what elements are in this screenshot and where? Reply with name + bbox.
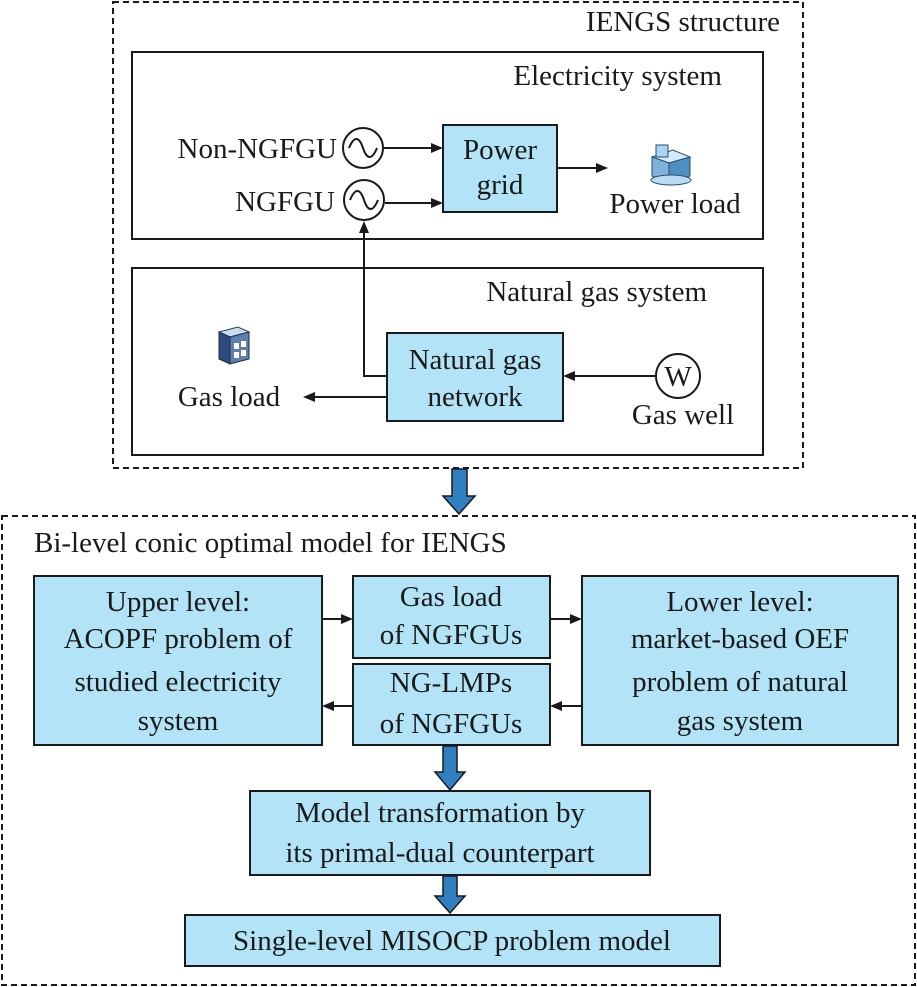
upper-level-box <box>33 575 323 746</box>
upper-level-line1: Upper level: <box>106 586 250 618</box>
natural-gas-system-title: Natural gas system <box>486 276 707 308</box>
bi-level-model-title: Bi-level conic optimal model for IENGS <box>34 527 507 559</box>
upper-level-line2: ACOPF problem of <box>64 623 293 655</box>
non-ngfgu-to-grid-arrowhead <box>431 143 443 153</box>
gas-load-of-ngfgus-box <box>352 575 551 659</box>
down-arrow-to-transformation <box>433 745 467 792</box>
electricity-system-frame <box>131 51 764 240</box>
natural-gas-network-line2: network <box>427 381 523 413</box>
model-transformation-line1: Model transformation by <box>295 797 585 829</box>
power-grid-line1: Power <box>463 134 537 166</box>
natural-gas-system-frame <box>131 267 764 456</box>
upper-level-line4: system <box>138 705 219 737</box>
gas-well-icon <box>655 353 701 399</box>
grid-to-load-arrowhead <box>596 163 608 173</box>
gas-load-of-ngfgus-line1: Gas load <box>400 581 503 613</box>
power-grid-line2: grid <box>477 169 524 201</box>
lower-level-line2: market-based OEF <box>631 623 849 655</box>
model-transformation-box <box>249 790 651 876</box>
lower-level-box <box>581 575 899 746</box>
network-to-ngfgu-arrowhead <box>359 221 369 233</box>
iengs-structure-title: IENGS structure <box>586 6 780 38</box>
single-level-misocp-label: Single-level MISOCP problem model <box>233 925 671 957</box>
electricity-system-title: Electricity system <box>513 60 722 92</box>
model-transformation-line2: its primal-dual counterpart <box>285 837 594 869</box>
gas-load-of-ngfgus-line2: of NGFGUs <box>380 619 523 651</box>
power-grid-box <box>442 124 558 213</box>
ngfgu-generator-icon <box>343 179 385 221</box>
ngfgu-to-grid-arrowhead <box>431 198 443 208</box>
natural-gas-network-line1: Natural gas <box>409 344 542 376</box>
gas-load-building-icon <box>217 326 251 365</box>
upper-level-line3: studied electricity <box>75 666 282 698</box>
ng-lmps-of-ngfgus-line1: NG-LMPs <box>390 667 512 699</box>
network-to-gas-load-arrowhead <box>303 392 315 402</box>
ng-lmps-of-ngfgus-box <box>352 663 551 746</box>
lower-level-line4: gas system <box>677 705 804 737</box>
gas-well-symbol: W <box>664 361 692 393</box>
power-load-building-icon <box>650 144 692 186</box>
down-arrow-to-single-level <box>433 875 467 915</box>
power-load-label: Power load <box>609 188 741 220</box>
upper-to-gas-load-arrowhead <box>341 614 353 624</box>
well-to-network-arrowhead <box>563 371 575 381</box>
lower-level-line1: Lower level: <box>666 586 813 618</box>
ngfgu-label: NGFGU <box>235 186 335 218</box>
network-to-ngfgu-line <box>363 231 387 377</box>
single-level-misocp-box <box>184 914 721 967</box>
gas-load-label: Gas load <box>178 381 281 413</box>
lower-to-lmps-arrowhead <box>550 701 562 711</box>
gas-load-to-lower-arrowhead <box>570 614 582 624</box>
gas-well-label: Gas well <box>632 399 734 431</box>
lower-level-line3: problem of natural <box>632 666 848 698</box>
ng-lmps-of-ngfgus-line2: of NGFGUs <box>380 708 523 740</box>
iengs-structure-frame <box>112 1 804 469</box>
non-ngfgu-label: Non-NGFGU <box>178 133 338 165</box>
non-ngfgu-generator-icon <box>342 127 384 169</box>
natural-gas-network-box <box>386 332 564 422</box>
lmps-to-upper-arrowhead <box>322 701 334 711</box>
down-arrow-structure-to-model <box>441 468 477 516</box>
